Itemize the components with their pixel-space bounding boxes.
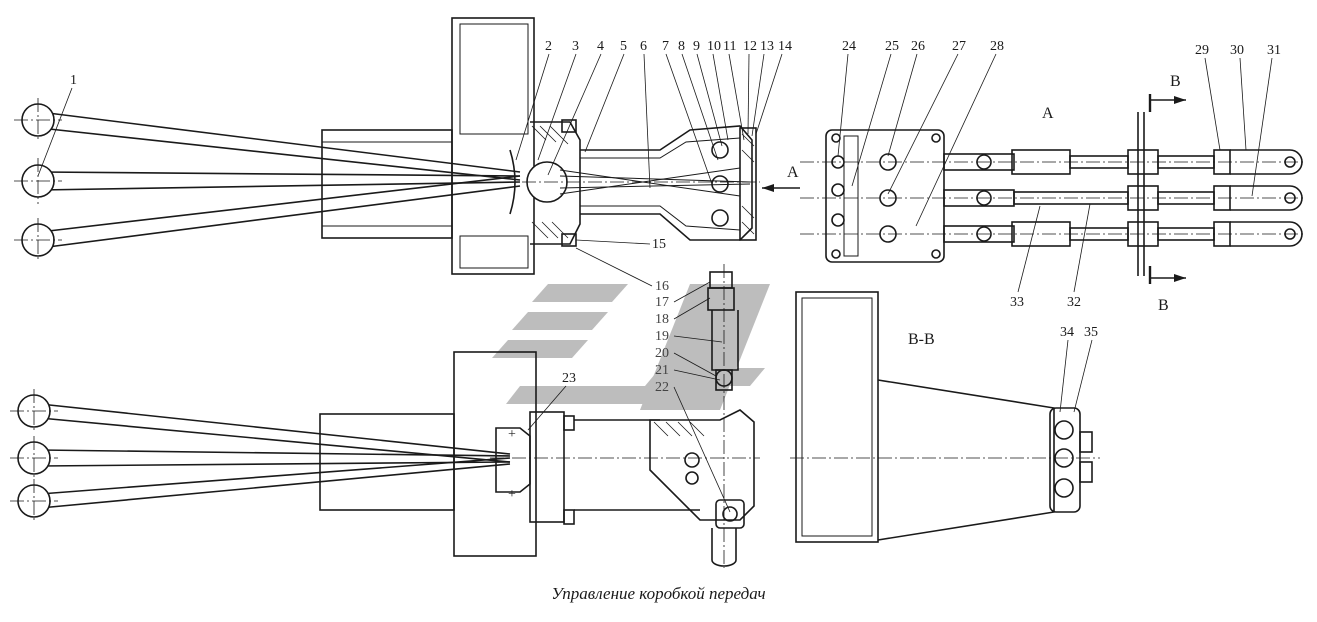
callout-27: 27 <box>952 39 966 54</box>
bottom-view-assembly: + + <box>10 264 760 568</box>
callout-21: 21 <box>655 363 669 378</box>
callout-1: 1 <box>70 73 77 88</box>
section-mark-bottom: B <box>1158 297 1169 314</box>
callout-5: 5 <box>620 39 627 54</box>
callout-20: 20 <box>655 346 669 361</box>
callout-28: 28 <box>990 39 1004 54</box>
section-mark-top: B <box>1170 73 1181 90</box>
ball-housing-hatch <box>531 125 569 239</box>
watermark-logo <box>492 284 770 410</box>
callout-33: 33 <box>1010 295 1024 310</box>
callout-12: 12 <box>743 39 757 54</box>
svg-text:+: + <box>508 427 516 442</box>
callout-13: 13 <box>760 39 774 54</box>
callouts-view-a: 24 25 26 27 28 29 30 31 32 33 <box>837 39 1281 310</box>
top-view-assembly: A <box>14 17 800 275</box>
view-a-arrow-label: A <box>787 164 799 181</box>
section-bb-title: B-B <box>908 331 935 348</box>
callout-23: 23 <box>562 371 576 386</box>
shift-rods-view-a <box>800 112 1305 276</box>
callout-26: 26 <box>911 39 925 54</box>
bottom-hatch <box>653 421 705 437</box>
callout-15: 15 <box>652 237 666 252</box>
floor-panel-top <box>451 17 535 275</box>
callout-30: 30 <box>1230 43 1244 58</box>
section-bb-view: B-B 34 35 <box>790 291 1100 543</box>
callout-32: 32 <box>1067 295 1081 310</box>
svg-text:+: + <box>508 487 516 502</box>
callout-17: 17 <box>655 295 669 310</box>
callouts-top-view: 1 2 3 4 5 6 7 8 9 10 11 12 13 14 15 16 <box>37 39 792 294</box>
view-a-title: A <box>1042 105 1054 122</box>
callout-18: 18 <box>655 312 669 327</box>
callout-3: 3 <box>572 39 579 54</box>
callout-24: 24 <box>842 39 856 54</box>
callout-9: 9 <box>693 39 700 54</box>
callout-11: 11 <box>723 39 736 54</box>
callout-8: 8 <box>678 39 685 54</box>
view-a-assembly: A <box>800 73 1305 314</box>
callout-31: 31 <box>1267 43 1281 58</box>
callout-7: 7 <box>662 39 669 54</box>
callouts-bottom-view: 17 18 19 20 21 22 23 <box>527 281 731 513</box>
shift-levers-bottom <box>10 389 511 523</box>
callout-25: 25 <box>885 39 899 54</box>
shift-levers-top <box>14 98 521 262</box>
callout-14: 14 <box>778 39 792 54</box>
callout-2: 2 <box>545 39 552 54</box>
callout-16: 16 <box>655 279 669 294</box>
callout-10: 10 <box>707 39 721 54</box>
end-plate-hatch <box>741 133 755 235</box>
callout-22: 22 <box>655 380 669 395</box>
callout-29: 29 <box>1195 43 1209 58</box>
callout-34: 34 <box>1060 325 1074 340</box>
callout-6: 6 <box>640 39 647 54</box>
figure-caption: Управление коробкой передач <box>551 584 766 603</box>
callout-35: 35 <box>1084 325 1098 340</box>
callout-19: 19 <box>655 329 669 344</box>
callout-4: 4 <box>597 39 604 54</box>
section-marks: B B <box>1148 73 1186 314</box>
